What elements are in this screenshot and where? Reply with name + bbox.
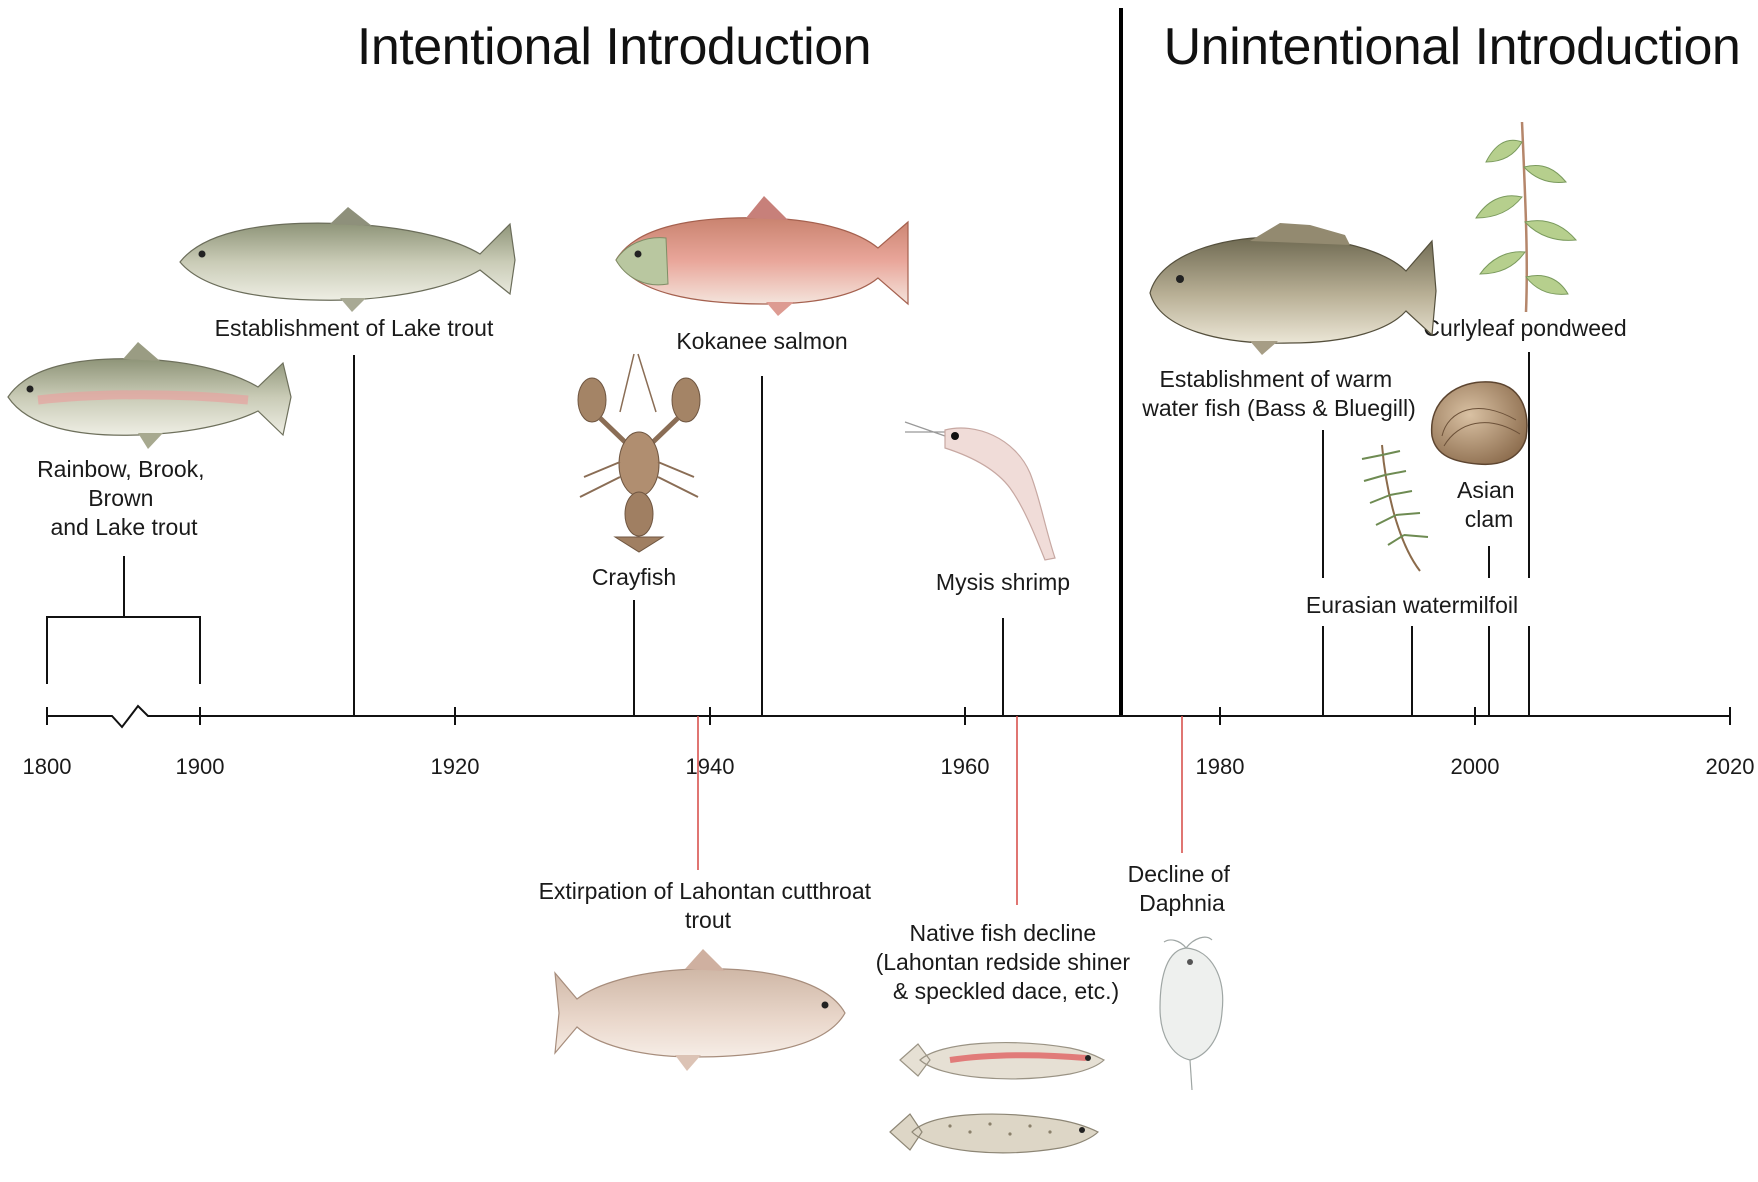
axis-tick-label: 1920 [431, 754, 480, 779]
axis-tick-label: 1940 [686, 754, 735, 779]
lake-trout-illustration [180, 207, 515, 312]
axis-tick-label: 2000 [1451, 754, 1500, 779]
axis-ticks: 1800 1900 1920 1940 1960 1980 2000 2020 [23, 707, 1755, 779]
watermilfoil-illustration [1362, 445, 1428, 571]
rainbow-bracket [47, 617, 200, 684]
daphnia-label: Decline of Daphnia [1128, 861, 1237, 916]
impact-connectors [698, 716, 1182, 905]
cutthroat-label: Extirpation of Lahontan cutthroat trout [539, 878, 878, 933]
mysis-label: Mysis shrimp [936, 569, 1070, 595]
axis-tick-label: 1800 [23, 754, 72, 779]
native-fish-label: Native fish decline (Lahontan redside sh… [876, 920, 1137, 1004]
daphnia-illustration [1160, 937, 1223, 1090]
pondweed-label: Curlyleaf pondweed [1423, 315, 1626, 341]
crayfish-label: Crayfish [592, 564, 676, 590]
warm-water-label: Establishment of warm water fish (Bass &… [1141, 366, 1416, 421]
asian-clam-label: Asian clam [1457, 477, 1521, 532]
axis-tick-label: 2020 [1706, 754, 1755, 779]
cutthroat-trout-illustration [555, 949, 845, 1071]
crayfish-illustration [578, 354, 700, 552]
axis-tick-label: 1980 [1196, 754, 1245, 779]
kokanee-label: Kokanee salmon [676, 328, 847, 354]
lake-trout-label: Establishment of Lake trout [215, 315, 494, 341]
speckled-dace-illustration [890, 1114, 1098, 1153]
axis-break-mark [104, 706, 200, 727]
rainbow-label: Rainbow, Brook, Brown and Lake trout [37, 456, 211, 540]
pondweed-illustration [1476, 122, 1576, 312]
axis-tick-label: 1960 [941, 754, 990, 779]
unintentional-section-title: Unintentional Introduction [1164, 18, 1741, 76]
kokanee-salmon-illustration [616, 196, 908, 316]
watermilfoil-label: Eurasian watermilfoil [1306, 592, 1518, 618]
redside-shiner-illustration [900, 1043, 1104, 1079]
asian-clam-illustration [1432, 382, 1527, 464]
rainbow-trout-illustration [8, 342, 291, 449]
intentional-section-title: Intentional Introduction [357, 18, 871, 76]
axis-tick-label: 1900 [176, 754, 225, 779]
mysis-shrimp-illustration [905, 422, 1055, 560]
bass-illustration [1150, 223, 1436, 355]
time-axis [47, 706, 1730, 727]
